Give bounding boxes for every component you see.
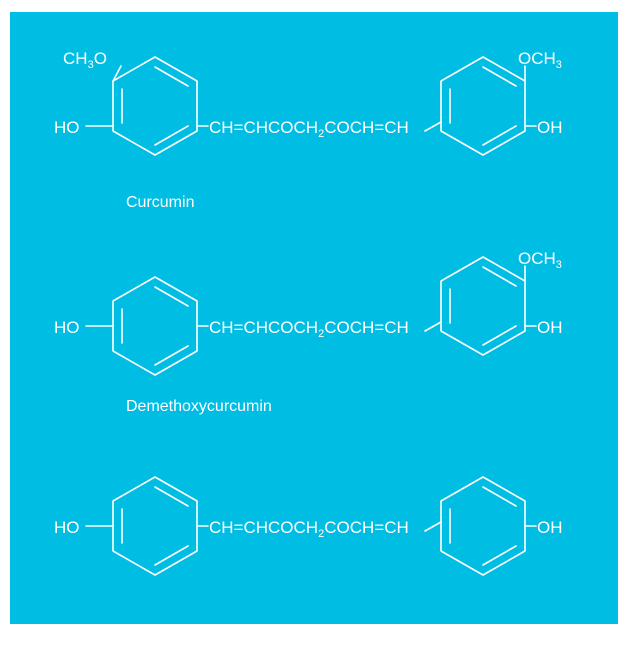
molecule-bisdemethoxycurcumin: HO CH=CHCOCH2COCH=CH OH (54, 476, 563, 576)
label-hydroxy-right: OH (537, 118, 563, 137)
structures-svg: CH3O HO CH=CHCOCH2COCH=CH OCH3 OH Curcum… (54, 49, 563, 576)
ring-right (440, 476, 526, 576)
diagram-panel: CH3O HO CH=CHCOCH2COCH=CH OCH3 OH Curcum… (10, 12, 618, 624)
bond-linker-ring-right (424, 121, 442, 132)
label-methoxy-left: CH3O (63, 49, 107, 71)
label-hydroxy-left: HO (54, 318, 80, 337)
molecule-demethoxycurcumin: HO CH=CHCOCH2COCH=CH OCH3 OH Demethoxycu… (54, 249, 563, 415)
bond-methoxy-left (112, 65, 122, 82)
ring-right (440, 56, 526, 156)
ring-left (112, 56, 198, 156)
label-methoxy-right: OCH3 (518, 249, 562, 271)
molecule-curcumin: CH3O HO CH=CHCOCH2COCH=CH OCH3 OH Curcum… (54, 49, 563, 211)
ring-left (112, 276, 198, 376)
label-hydroxy-right: OH (537, 518, 563, 537)
molecule-name: Demethoxycurcumin (126, 398, 272, 415)
molecule-name: Curcumin (126, 194, 194, 211)
ring-left (112, 476, 198, 576)
bond-linker-ring-right (424, 321, 442, 332)
label-hydroxy-left: HO (54, 118, 80, 137)
label-linker: CH=CHCOCH2COCH=CH (209, 118, 409, 140)
label-hydroxy-left: HO (54, 518, 80, 537)
label-methoxy-right: OCH3 (518, 49, 562, 71)
bond-linker-ring-right (424, 521, 442, 532)
label-hydroxy-right: OH (537, 318, 563, 337)
label-linker: CH=CHCOCH2COCH=CH (209, 318, 409, 340)
label-linker: CH=CHCOCH2COCH=CH (209, 518, 409, 540)
ring-right (440, 256, 526, 356)
